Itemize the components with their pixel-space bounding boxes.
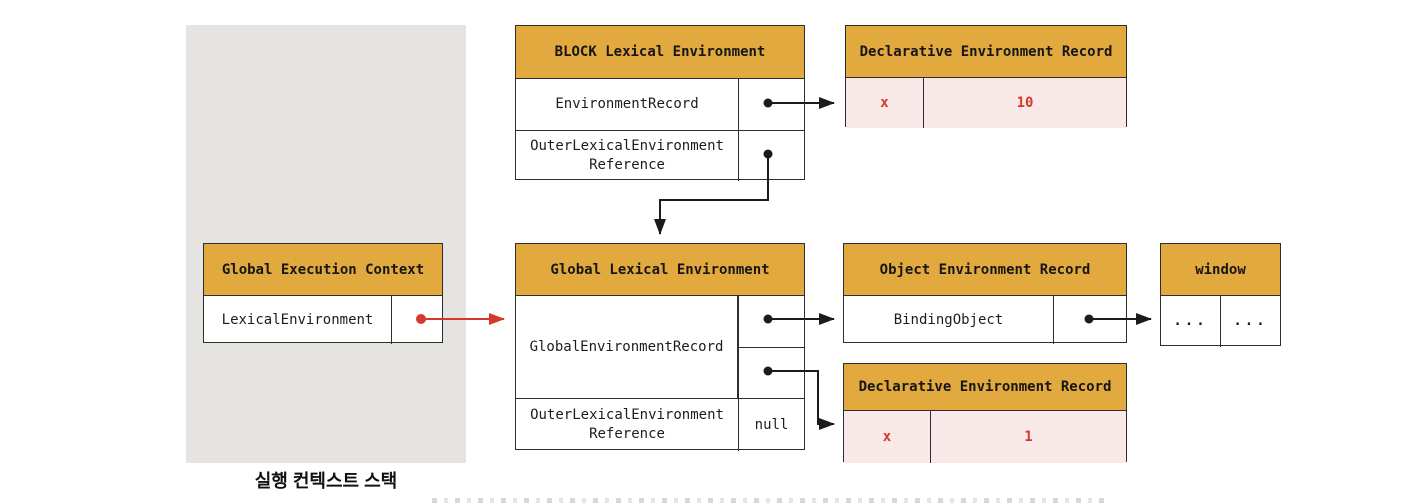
window-object-box: window ... ... bbox=[1160, 243, 1281, 347]
lexical-environment-cell: LexicalEnvironment bbox=[221, 311, 374, 328]
execution-context-stack-label: 실행 컨텍스트 스택 bbox=[254, 471, 398, 491]
binding-key-x-cell-bottom: x bbox=[844, 411, 930, 463]
block-lexical-environment-box: BLOCK Lexical Environment EnvironmentRec… bbox=[515, 25, 805, 181]
global-lexical-environment-box: Global Lexical Environment GlobalEnviron… bbox=[515, 243, 805, 451]
binding-value-1-cell: 1 bbox=[930, 411, 1126, 463]
window-object-title: window bbox=[1161, 244, 1280, 296]
gle-outer-reference-cell: OuterLexicalEnvironment Reference bbox=[530, 407, 724, 442]
binding-object-pointer-cell bbox=[1053, 296, 1126, 344]
declarative-record-pointer-cell bbox=[738, 347, 804, 398]
global-environment-record-cell: GlobalEnvironmentRecord bbox=[516, 296, 738, 398]
cropped-caption-text bbox=[432, 498, 1104, 503]
window-ellipsis-cell-2: ... bbox=[1220, 296, 1280, 347]
outer-lexical-environment-reference-cell: OuterLexicalEnvironment Reference bbox=[530, 138, 724, 173]
environment-record-pointer-cell bbox=[738, 79, 804, 130]
declarative-environment-record-bottom-title: Declarative Environment Record bbox=[844, 364, 1126, 411]
global-execution-context-title: Global Execution Context bbox=[204, 244, 442, 296]
binding-key-x-cell: x bbox=[846, 78, 923, 128]
window-ellipsis-cell-1: ... bbox=[1173, 313, 1208, 330]
environment-record-cell: EnvironmentRecord bbox=[555, 96, 699, 113]
declarative-environment-record-bottom-box: Declarative Environment Record x 1 bbox=[843, 363, 1127, 463]
binding-value-10-cell: 10 bbox=[923, 78, 1126, 128]
outer-reference-pointer-cell bbox=[738, 131, 804, 181]
object-environment-record-title: Object Environment Record bbox=[844, 244, 1126, 296]
lexical-environment-pointer-cell bbox=[391, 296, 442, 344]
block-lexical-environment-title: BLOCK Lexical Environment bbox=[516, 26, 804, 79]
declarative-environment-record-top-box: Declarative Environment Record x 10 bbox=[845, 25, 1127, 128]
global-lexical-environment-title: Global Lexical Environment bbox=[516, 244, 804, 296]
binding-object-cell: BindingObject bbox=[893, 311, 1004, 328]
null-value-cell: null bbox=[738, 399, 804, 451]
global-execution-context-box: Global Execution Context LexicalEnvironm… bbox=[203, 243, 443, 344]
object-record-pointer-cell bbox=[738, 296, 804, 347]
object-environment-record-box: Object Environment Record BindingObject bbox=[843, 243, 1127, 344]
declarative-environment-record-top-title: Declarative Environment Record bbox=[846, 26, 1126, 78]
